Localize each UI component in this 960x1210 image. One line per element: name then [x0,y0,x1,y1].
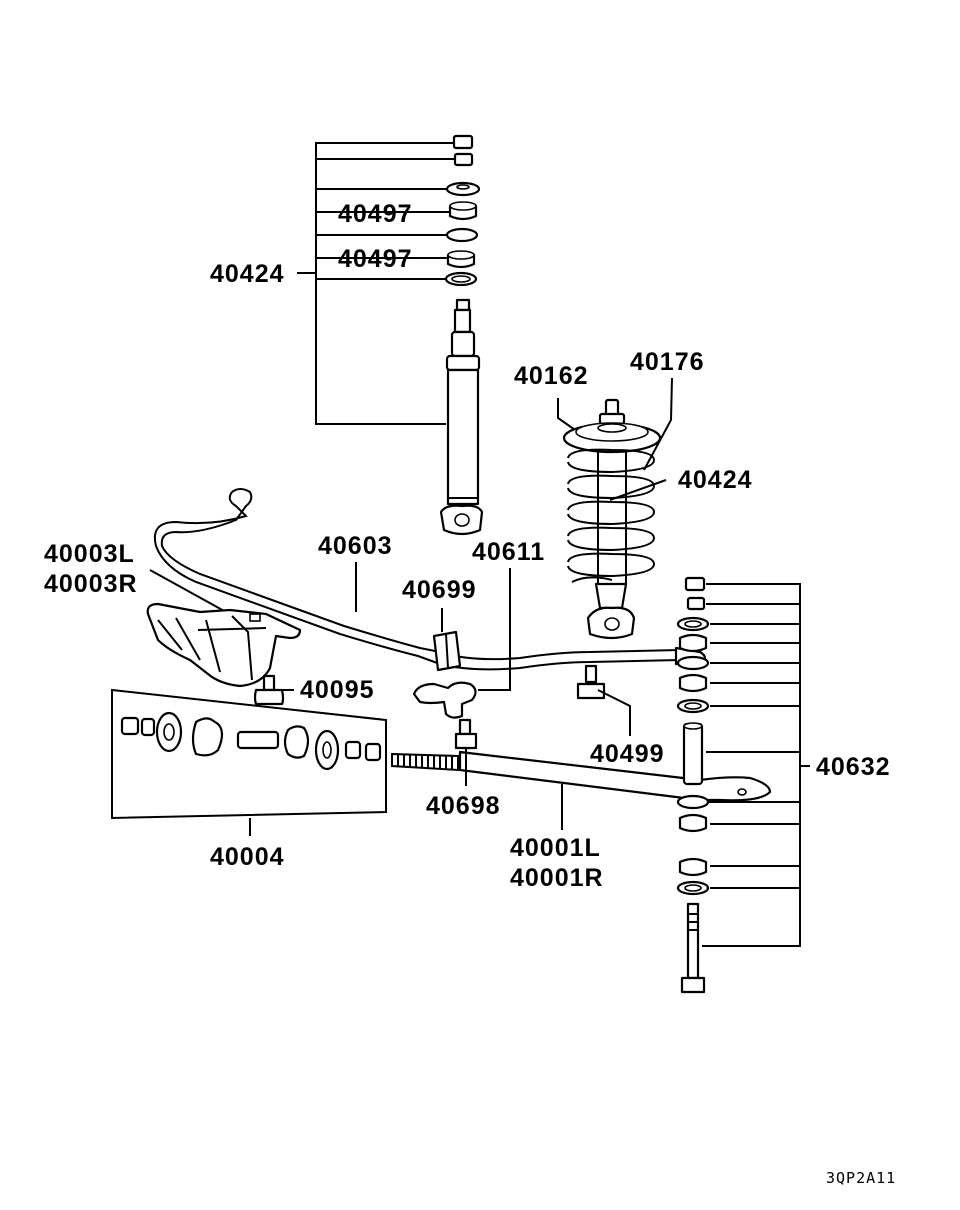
bracket-bolt [576,664,631,736]
label-40699: 40699 [402,576,477,604]
stabilizer-bushing [432,630,462,672]
drawing-code: 3QP2A11 [826,1169,896,1187]
mounting-bolt [253,674,294,706]
coil-spring-strut-assembly [557,377,673,640]
label-40162: 40162 [514,362,589,390]
label-40497-lower: 40497 [338,245,413,273]
label-40003L: 40003L [44,540,135,568]
label-40424-spring: 40424 [678,466,753,494]
bushing-kit-40004 [111,688,387,836]
label-40603: 40603 [318,532,393,560]
shock-absorber-assembly [297,134,484,536]
lock-nut [453,152,474,167]
label-40497-upper: 40497 [338,200,413,228]
label-40698: 40698 [426,792,501,820]
strut-bar-bushing-stack [676,576,810,994]
washer-middle [445,227,479,243]
label-40095: 40095 [300,676,375,704]
label-40001L: 40001L [510,834,601,862]
washer-top [445,181,481,197]
label-40424-shock: 40424 [210,260,285,288]
strut-bar [391,718,772,830]
crossmember-bracket [146,569,302,688]
label-40001R: 40001R [510,864,604,892]
upper-bushing [448,201,478,221]
label-40611: 40611 [472,538,545,566]
label-40176: 40176 [630,348,705,376]
stabilizer-bracket [412,568,511,719]
lower-bushing [446,250,476,269]
upper-spring-seat [562,422,662,454]
washer-bottom [444,271,478,287]
label-40004: 40004 [210,843,285,871]
label-40632: 40632 [816,753,891,781]
top-nut [452,134,474,150]
label-40499: 40499 [590,740,665,768]
label-40003R: 40003R [44,570,138,598]
coil-spring [567,448,656,584]
shock-absorber-body [439,298,484,536]
